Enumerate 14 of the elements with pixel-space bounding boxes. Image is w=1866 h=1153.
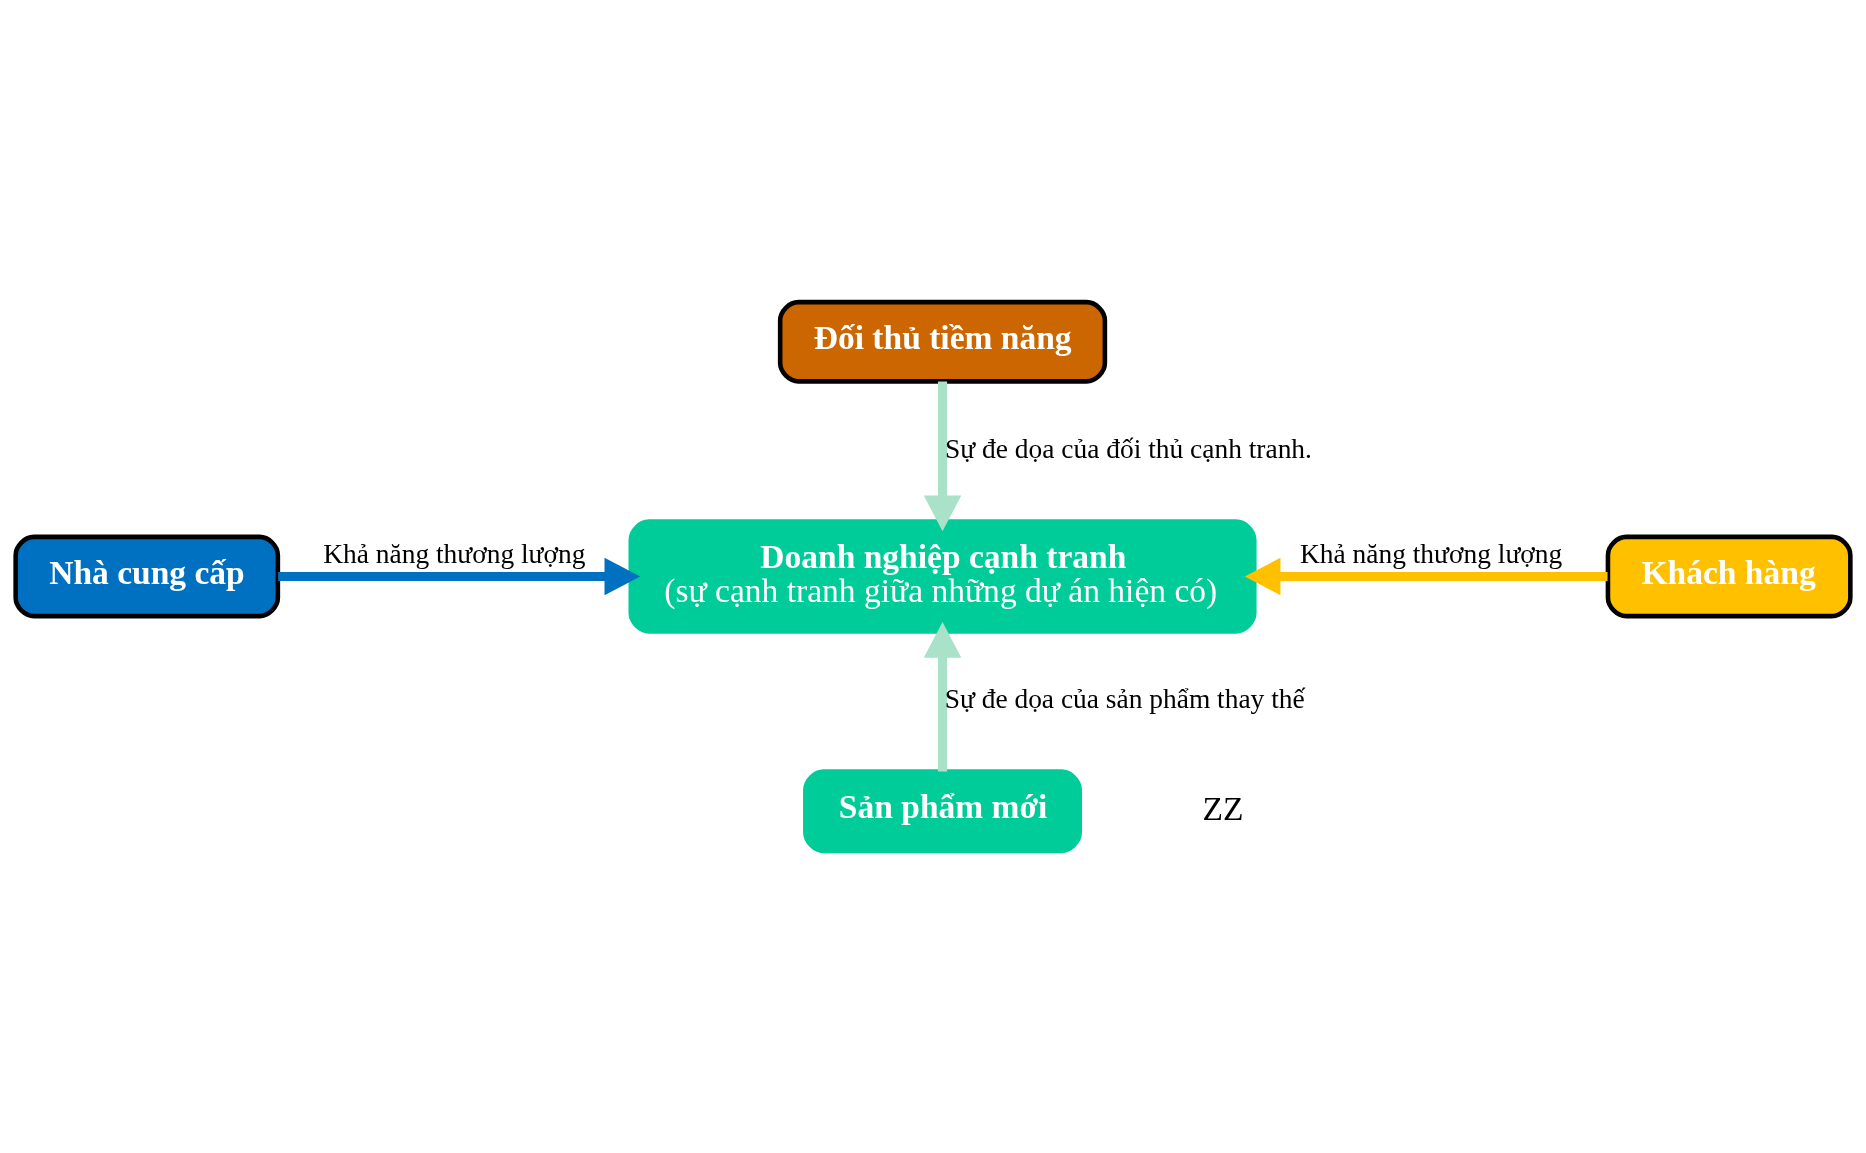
node-box: Nhà cung cấp [13,534,281,619]
label: ZZ [1202,789,1244,827]
arrow [278,557,641,596]
edge-label: Sự đe dọa của sản phẩm thay thế [944,684,1305,715]
edge-label: Khả năng thương lượng [1300,539,1563,570]
edge-label: Khả năng thương lượng [323,539,586,570]
node-box: Doanh nghiệp cạnh tranh (sự cạnh tranh giữa những dự án hiện có) [628,519,1257,634]
node-box: Sản phẩm mới [803,769,1082,854]
node-box: Khách hàng [1605,534,1853,619]
arrow [923,381,962,532]
arrow [923,621,962,772]
arrow [1244,557,1608,596]
node-box: Đối thủ tiềm năng [777,299,1108,384]
edge-label: Sự đe dọa của đối thủ cạnh tranh. [945,434,1312,465]
